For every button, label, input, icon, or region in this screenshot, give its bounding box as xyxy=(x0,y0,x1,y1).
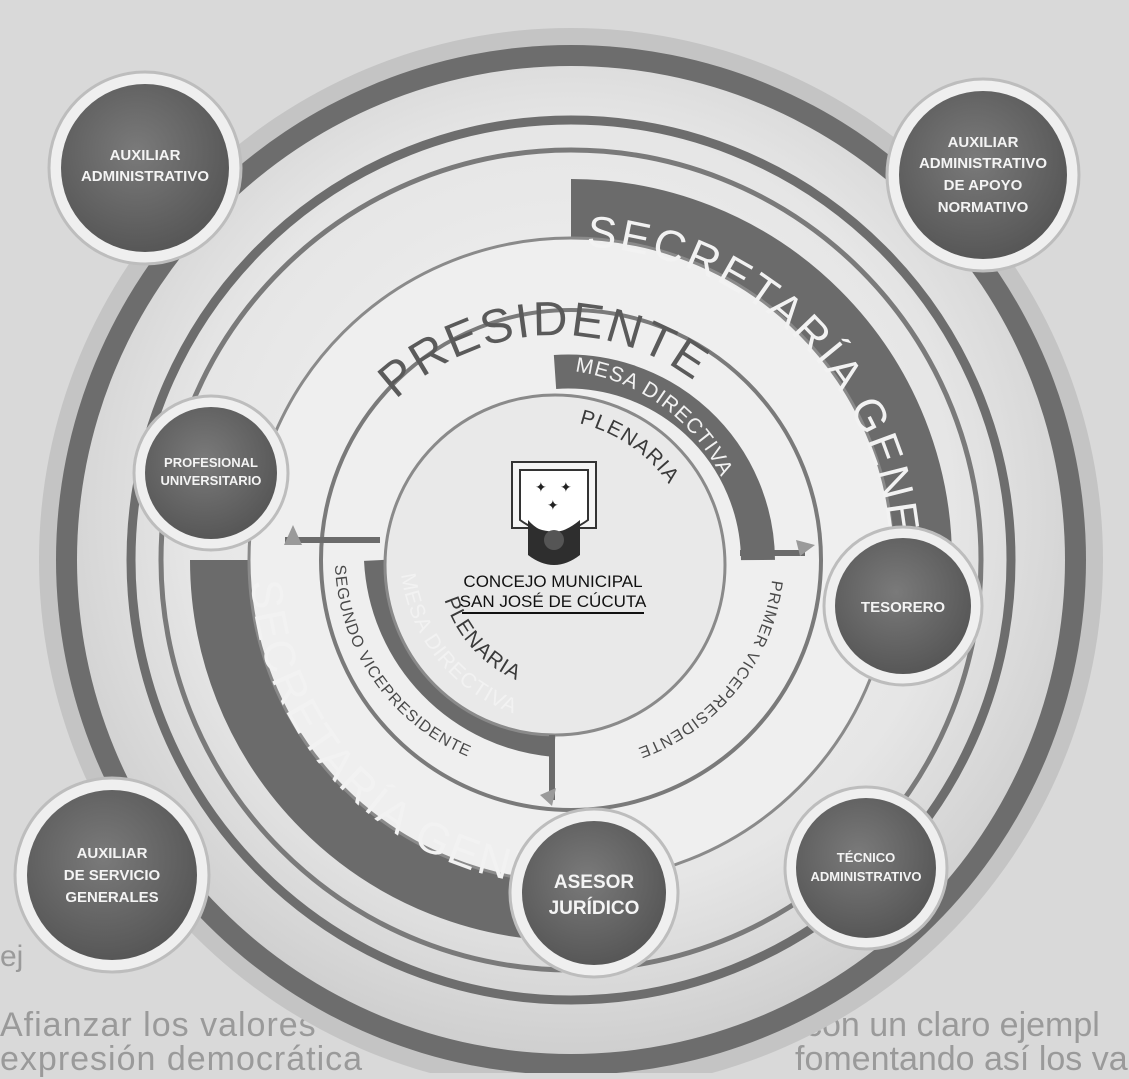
node-label: JURÍDICO xyxy=(549,897,640,919)
node-label: NORMATIVO xyxy=(938,199,1029,216)
node-label: DE APOYO xyxy=(944,177,1023,194)
arrow-left xyxy=(284,525,302,545)
secretaria-top-band xyxy=(570,179,952,561)
node-tesorero: TESORERO xyxy=(822,525,984,687)
background-text-line1-right: con un claro ejempl xyxy=(805,1006,1100,1044)
node-auxiliar-servicio-generales: AUXILIAR DE SERVICIO GENERALES xyxy=(13,776,211,974)
node-label: UNIVERSITARIO xyxy=(161,473,262,488)
background-text-line2: expresión democrática xyxy=(0,1040,364,1078)
background-text-line2-right: fomentando así los va xyxy=(795,1040,1128,1078)
node-label: TESORERO xyxy=(861,599,946,616)
background-text-ej: ej xyxy=(0,940,24,973)
arrow-bottom xyxy=(540,788,556,806)
svg-text:✦: ✦ xyxy=(547,497,559,513)
svg-text:✦: ✦ xyxy=(535,479,547,495)
center-disc xyxy=(383,393,727,737)
node-auxiliar-administrativo: AUXILIAR ADMINISTRATIVO xyxy=(47,70,243,266)
node-label: PROFESIONAL xyxy=(164,455,258,470)
ring-2 xyxy=(126,115,1016,1005)
center-name-line2: SAN JOSÉ DE CÚCUTA xyxy=(460,592,647,611)
svg-text:✦: ✦ xyxy=(560,479,572,495)
secretaria-bottom-band xyxy=(190,559,572,941)
background-text-line1: Afianzar los valores xyxy=(0,1006,317,1044)
mesa-top-band xyxy=(553,354,775,561)
node-label: AUXILIAR xyxy=(77,845,148,862)
node-label: AUXILIAR xyxy=(948,134,1019,151)
node-label: TÉCNICO xyxy=(837,850,896,865)
center-name-line1: CONCEJO MUNICIPAL xyxy=(463,572,642,591)
presidente-ring xyxy=(319,308,823,812)
node-auxiliar-apoyo-normativo: AUXILIAR ADMINISTRATIVO DE APOYO NORMATI… xyxy=(885,77,1081,273)
node-label: DE SERVICIO xyxy=(64,867,161,884)
node-asesor-juridico: ASESOR JURÍDICO xyxy=(508,807,680,979)
node-label: ADMINISTRATIVO xyxy=(811,869,922,884)
node-label: ADMINISTRATIVO xyxy=(919,155,1047,172)
node-label: AUXILIAR xyxy=(110,147,181,164)
node-label: GENERALES xyxy=(65,889,158,906)
shield-icon: ✦ ✦ ✦ xyxy=(511,461,597,565)
arrow-right xyxy=(796,540,815,556)
node-label: ADMINISTRATIVO xyxy=(81,168,209,185)
node-label: ASESOR xyxy=(554,872,635,893)
node-profesional-universitario: PROFESIONAL UNIVERSITARIO xyxy=(132,394,290,552)
node-tecnico-administrativo: TÉCNICO ADMINISTRATIVO xyxy=(783,785,949,951)
